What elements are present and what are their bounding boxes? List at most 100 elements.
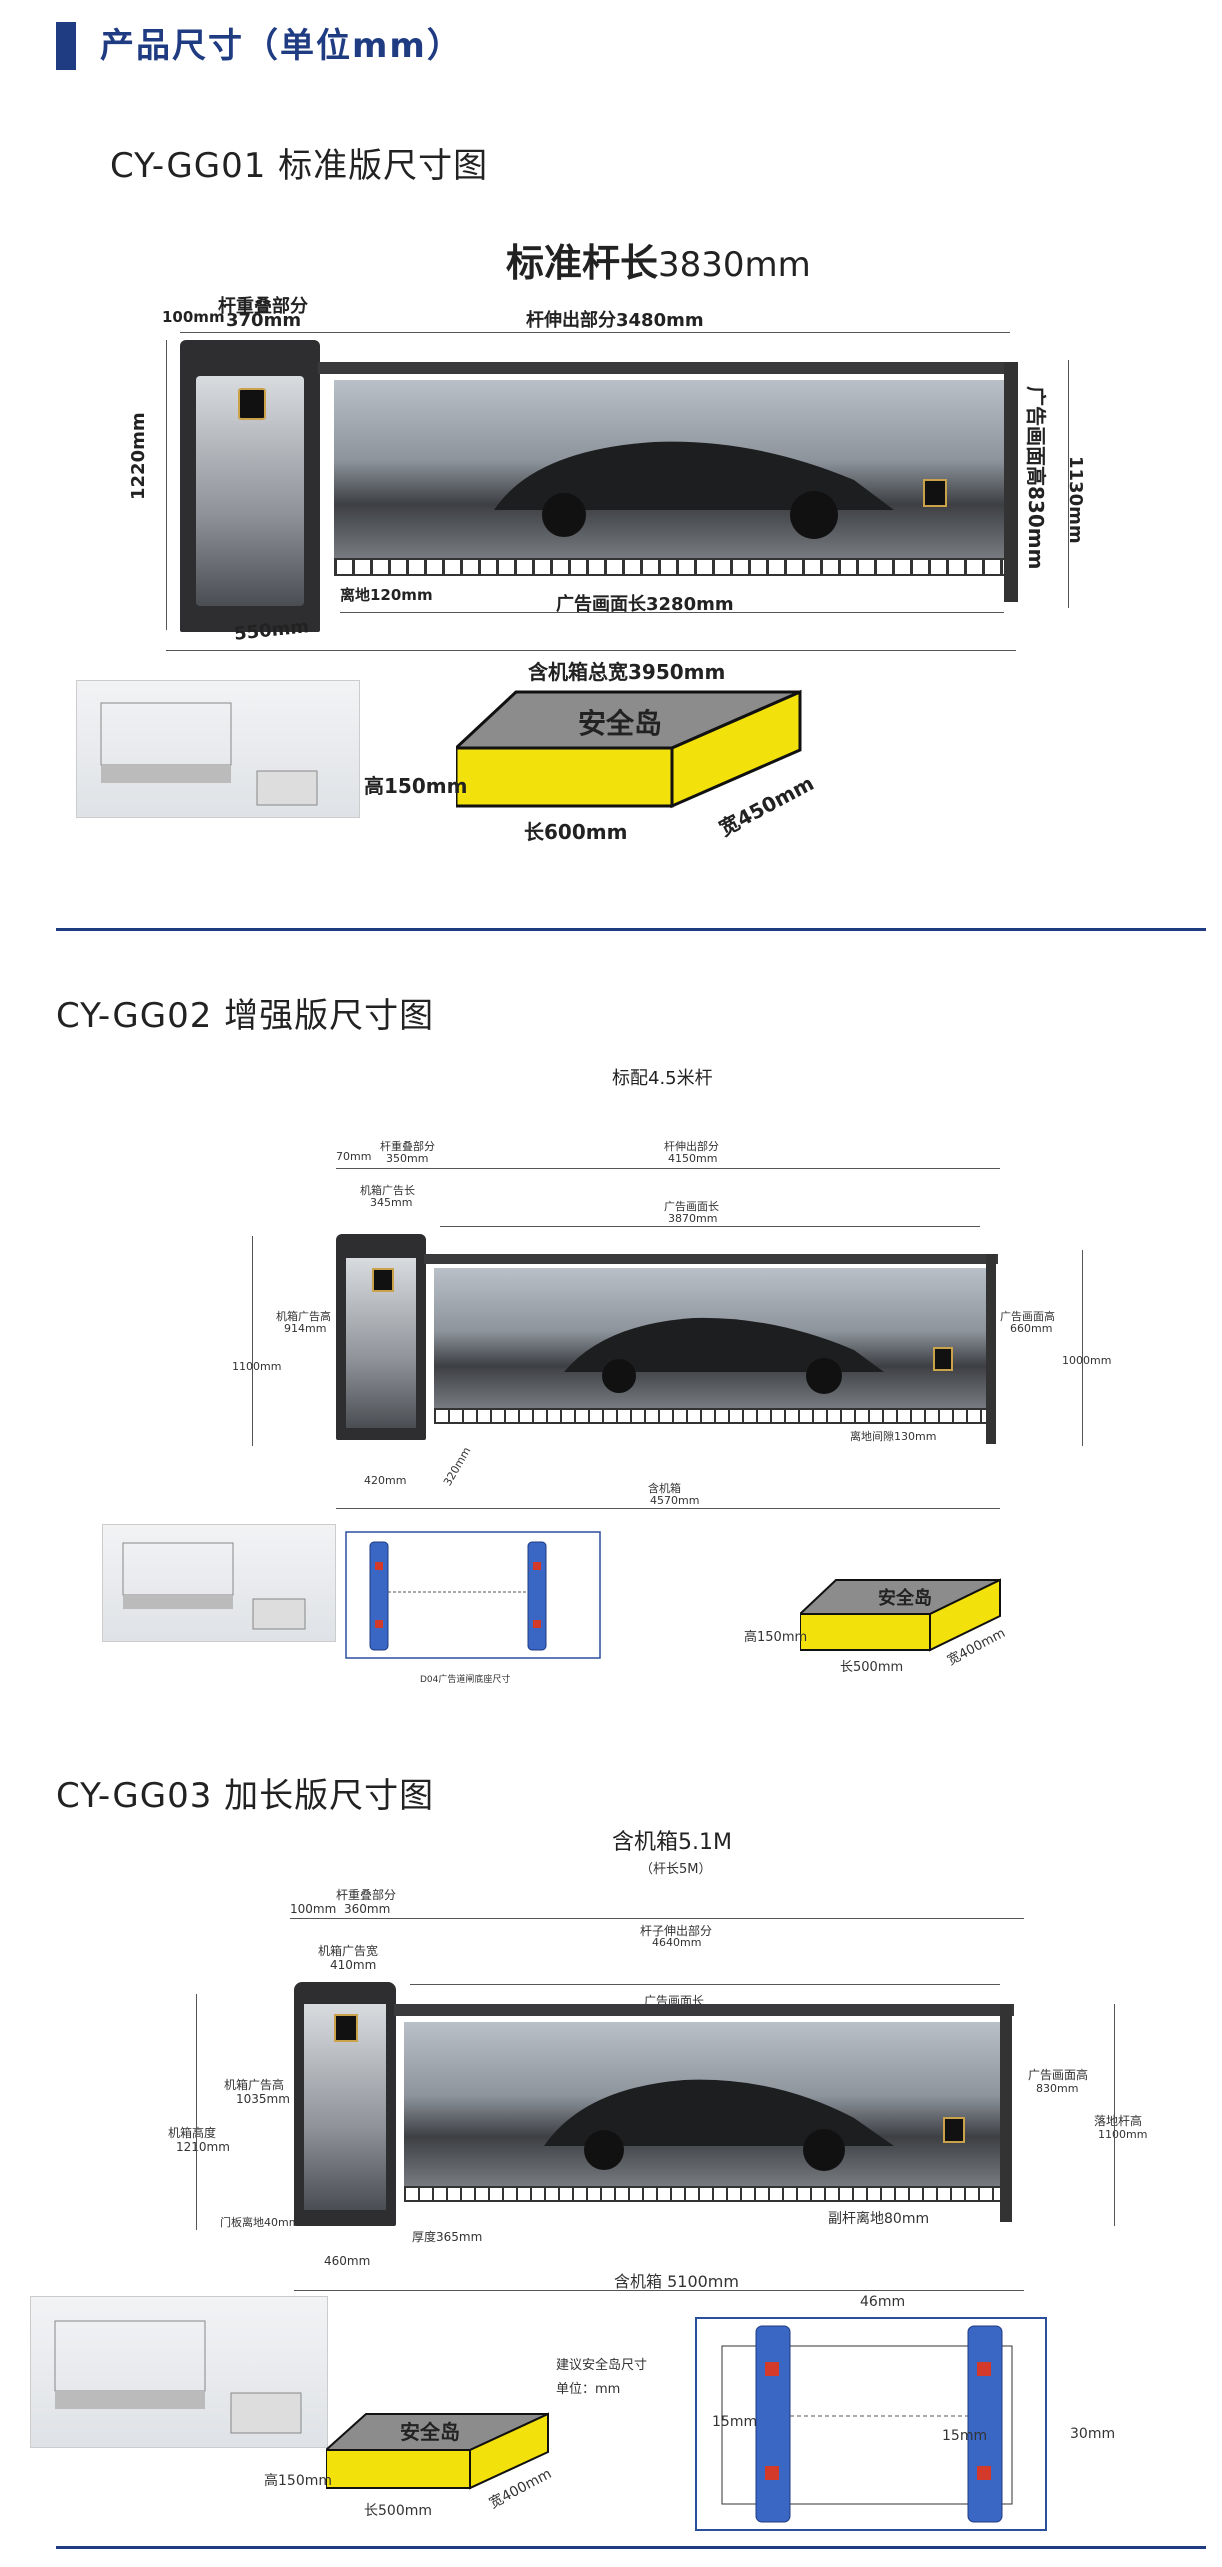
gg03-island-note: 建议安全岛尺寸 <box>556 2358 648 2373</box>
gg02-height-left: 1100mm <box>232 1360 282 1373</box>
gg01-main-length: 标准杆长3830mm <box>506 241 811 285</box>
gg03-cabinet <box>294 1982 396 2226</box>
gg03-boom-top <box>394 2004 1014 2016</box>
gg02-base-plan <box>345 1531 601 1659</box>
gg03-left-gap: 100mm <box>290 1902 337 1916</box>
gg01-title: CY-GG01 标准版尺寸图 <box>110 146 489 186</box>
gg03-box-ad-w-value: 410mm <box>330 1958 377 1972</box>
gg03-base-photo <box>30 2296 328 2448</box>
gg03-overlap-label: 杆重叠部分 <box>336 1888 397 1902</box>
gg01-ad-height: 广告画面高830mm <box>1024 386 1048 570</box>
page-title: 产品尺寸（单位mm） <box>100 26 463 66</box>
gg01-overlap-label: 杆重叠部分 <box>218 296 308 317</box>
gg01-island <box>456 689 802 809</box>
gg01-support-pole <box>1004 362 1018 602</box>
gg01-base-photo <box>76 680 360 818</box>
gg03-overlap-value: 360mm <box>344 1902 391 1916</box>
gg03-ad-panel <box>404 2022 1000 2186</box>
gg03-box-ad-h-value: 1035mm <box>236 2092 290 2106</box>
divider-1 <box>56 928 1206 931</box>
gg02-box-ad-h-value: 914mm <box>284 1322 327 1335</box>
gg03-base-46: 46mm <box>860 2294 906 2310</box>
gg02-base-caption: D04广告道闸底座尺寸 <box>420 1675 511 1685</box>
gg02-left-vline <box>252 1236 253 1446</box>
gg02-extend-value: 4150mm <box>668 1152 718 1165</box>
gg02-island <box>800 1578 1001 1652</box>
gg02-ad-h-value: 660mm <box>1010 1322 1053 1335</box>
gg01-extend: 杆伸出部分3480mm <box>526 310 704 331</box>
gg02-box-ad-len-value: 345mm <box>370 1196 413 1209</box>
gg03-ad-h-value: 830mm <box>1036 2082 1079 2095</box>
gg02-total-label: 含机箱 <box>648 1482 681 1495</box>
gg01-fence-grid <box>334 558 1004 576</box>
gg03-top-dim-line <box>290 1918 1024 1919</box>
gg02-box-ad-h-label: 机箱广告高 <box>276 1310 331 1323</box>
gg03-ad-len-line <box>410 1984 1000 1985</box>
gg02-total-line <box>336 1508 1000 1509</box>
gg01-island-l: 长600mm <box>524 820 628 844</box>
gg03-base-15b: 15mm <box>942 2428 988 2444</box>
gg03-pole-h-label: 落地杆高 <box>1094 2114 1143 2128</box>
gg02-ground: 离地间隙130mm <box>850 1430 937 1443</box>
gg03-right-vline <box>1114 2004 1115 2226</box>
gg01-ad-len-line <box>340 612 1004 613</box>
gg03-car-image <box>544 2079 965 2171</box>
gg01-cabinet <box>180 340 320 632</box>
gg02-base-photo <box>102 1524 336 1642</box>
gg03-island-label: 安全岛 <box>400 2420 460 2444</box>
gg01-boom-top <box>318 362 1018 374</box>
gg02-boom-top <box>424 1254 998 1264</box>
gg03-ad-h-label: 广告画面高 <box>1028 2068 1089 2082</box>
header-accent-bar <box>56 22 76 70</box>
gg02-ad-h-label: 广告画面高 <box>1000 1310 1055 1323</box>
lamborghini-logo-icon <box>334 2014 358 2042</box>
base-sketch-image <box>100 702 318 806</box>
gg03-extend-value: 4640mm <box>652 1936 702 1949</box>
divider-bottom <box>56 2546 1206 2549</box>
gg01-cabinet-ad <box>196 376 304 606</box>
gg02-height-right: 1000mm <box>1062 1354 1112 1367</box>
gg02-overlap-label: 杆重叠部分 <box>380 1140 435 1153</box>
gg01-island-h: 高150mm <box>364 774 468 798</box>
gg02-left-gap: 70mm <box>336 1150 372 1163</box>
gg02-island-label: 安全岛 <box>878 1588 932 1609</box>
gg02-extend-label: 杆伸出部分 <box>664 1140 719 1153</box>
gg01-ground: 离地120mm <box>340 586 433 604</box>
gg02-title: CY-GG02 增强版尺寸图 <box>56 996 435 1036</box>
gg03-fence-grid <box>404 2186 1000 2202</box>
gg02-box-d: 320mm <box>440 1444 474 1489</box>
gg03-support-pole <box>1000 2004 1012 2222</box>
gg03-base-30: 30mm <box>1070 2426 1116 2442</box>
gg02-total-value: 4570mm <box>650 1494 700 1507</box>
base-sketch-image <box>54 2320 302 2434</box>
gg03-pole-h-value: 1100mm <box>1098 2128 1148 2141</box>
gg03-box-h-value: 1210mm <box>176 2140 230 2154</box>
gg03-box-h-label: 机箱高度 <box>168 2126 217 2140</box>
gg03-door-ground: 门板离地40mm <box>220 2216 300 2229</box>
gg03-base-plan <box>695 2317 1047 2531</box>
gg02-island-l: 长500mm <box>840 1660 904 1675</box>
gg02-car-image <box>564 1317 953 1394</box>
gg03-thickness: 厚度365mm <box>412 2230 483 2244</box>
gg03-sub-pole: 副杆离地80mm <box>828 2211 930 2227</box>
gg03-box-w: 460mm <box>324 2254 371 2268</box>
gg03-base-15a: 15mm <box>712 2414 758 2430</box>
gg03-island-h: 高150mm <box>264 2473 332 2489</box>
gg02-fence-grid <box>434 1408 986 1424</box>
gg03-extend-label: 杆子伸出部分 <box>640 1924 713 1938</box>
gg01-total-width: 含机箱总宽3950mm <box>528 660 726 684</box>
gg03-left-vline <box>196 1994 197 2230</box>
lamborghini-logo-icon <box>238 388 266 420</box>
gg03-title: CY-GG03 加长版尺寸图 <box>56 1776 435 1816</box>
gg01-island-label: 安全岛 <box>578 707 663 740</box>
gg02-ad-len-line <box>440 1226 980 1227</box>
lamborghini-logo-icon <box>372 1268 394 1292</box>
gg02-right-vline <box>1082 1250 1083 1446</box>
gg02-support-pole <box>986 1254 996 1444</box>
gg02-overlap-value: 350mm <box>386 1152 429 1165</box>
gg01-total-line <box>166 650 1016 651</box>
gg02-ad-panel <box>434 1268 986 1408</box>
gg02-island-h: 高150mm <box>744 1630 808 1645</box>
gg03-subtitle2: （杆长5M） <box>640 1862 712 1877</box>
gg01-car-image <box>494 441 947 539</box>
